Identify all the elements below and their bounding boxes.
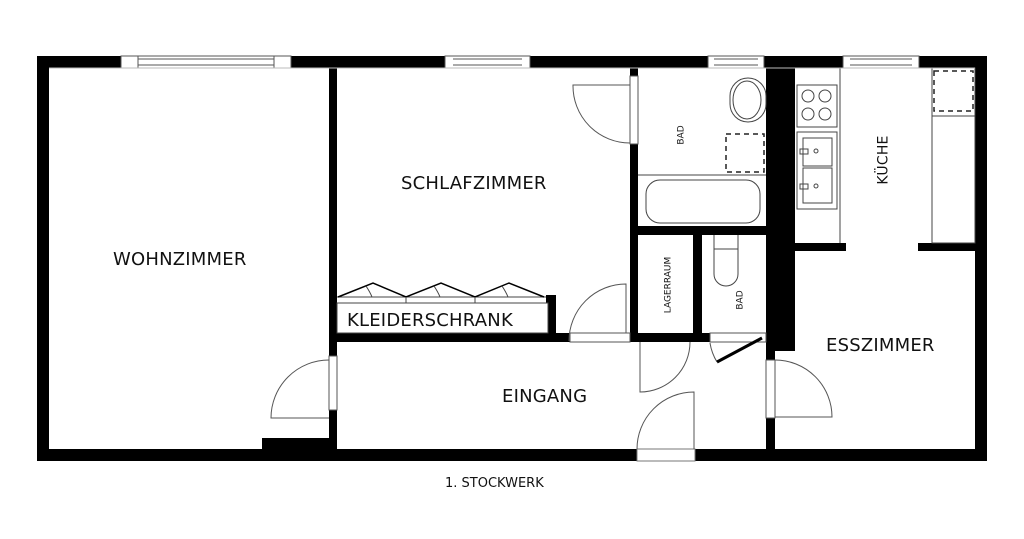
fixtures [49, 67, 976, 334]
floor-caption: 1. STOCKWERK [445, 476, 544, 491]
room-label-bad-small: BAD [735, 290, 746, 310]
room-label-bad-main: BAD [676, 125, 687, 145]
room-label-wohnzimmer: WOHNZIMMER [113, 249, 247, 270]
room-label-esszimmer: ESSZIMMER [826, 335, 935, 356]
room-label-schlafzimmer: SCHLAFZIMMER [401, 173, 547, 194]
room-label-eingang: EINGANG [502, 386, 588, 407]
room-label-lagerraum: LAGERRAUM [663, 256, 674, 314]
windows [120, 55, 920, 462]
room-label-kueche: KÜCHE [875, 135, 892, 185]
doors [270, 75, 833, 450]
room-label-kleiderschrank: KLEIDERSCHRANK [347, 310, 513, 331]
